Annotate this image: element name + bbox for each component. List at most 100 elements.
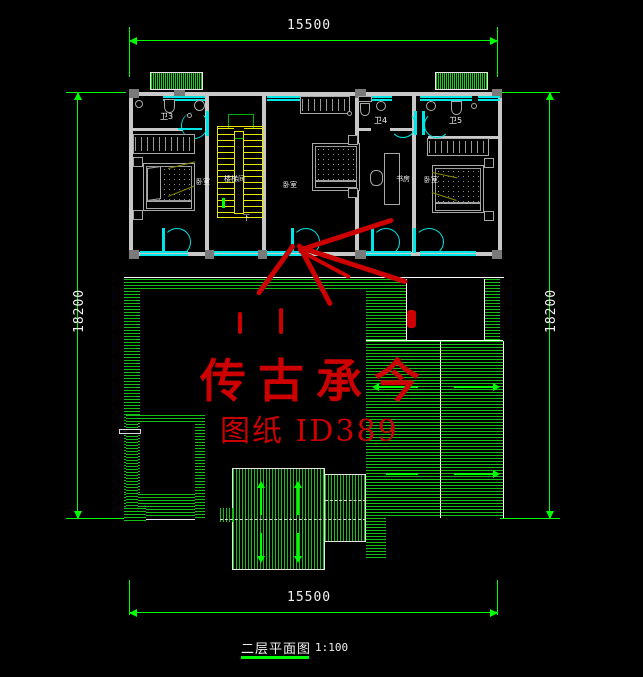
wall-node-3 [355,250,366,259]
stair-treads-left [218,128,234,216]
fixture-bath3-sink [135,100,143,108]
fixture-bath3-wc [164,99,175,113]
furn-nightstand-1b [133,210,143,220]
window-north-2b [267,99,312,101]
furn-bed-3-pillow [435,203,481,211]
furn-nightstand-3b [484,211,494,221]
porch-centerline-right [325,500,366,501]
watermark-stroke-7 [407,310,416,328]
dim-tick-bottom-left [129,609,137,617]
fixture-bath4-small [347,111,352,116]
watermark-subtitle: 图纸 ID389 [220,414,399,449]
stair-treads-right [244,128,262,216]
dim-tick-top-right [490,37,498,45]
porch-arrow-2-line [297,487,299,515]
dim-tick-left-bottom [74,511,82,519]
dim-ext-left-bottom [66,518,126,519]
furn-bed-2-mattress [315,146,357,181]
furn-wardrobe-bed1-hangers [135,137,193,151]
watermark-stroke-6 [279,308,283,334]
dimension-bottom: 15500 [287,590,332,605]
wall-north-outer [129,92,502,96]
furn-wardrobe-bed2-hangers [302,99,348,111]
window-north-4 [420,96,472,98]
door-bath5-arc [424,112,450,138]
dim-line-right [549,92,550,519]
porch-hatch-left-tab [220,508,233,522]
porch-arrow-1-head [257,481,265,488]
stair-outer-box [217,126,263,218]
roof-ridge-east [440,341,441,518]
roof-band-north [140,279,366,289]
roof-div-ne-1 [406,279,407,340]
wall-west-outer [129,92,133,256]
roof-hatch-east-main [366,341,503,518]
room-label-bath5: 卫5 [449,116,463,125]
awning-hatch-right [436,73,487,89]
watermark-stroke-5 [238,312,242,334]
furn-bed-1-pillow [146,201,192,209]
stair-down-marker [222,198,225,208]
window-south-1b [140,254,188,256]
lightwell-outline [136,415,203,520]
porch-arrow-1-line [260,487,262,515]
room-label-stair-down: 下 [243,214,250,222]
door-bed3-leaf [413,228,416,253]
window-north-3 [366,96,392,98]
wall-node-4 [492,89,502,98]
dim-ext-right-top [500,92,560,93]
window-east-1b [478,99,500,101]
roof-edge-east-top [366,340,503,341]
fixture-bath3-small [187,113,192,118]
porch-arrow-2-head [294,481,302,488]
dim-ext-right-bottom [500,518,560,519]
room-label-bath4: 卫4 [374,116,388,125]
awning-outline-left [150,72,203,90]
stair-inner-box [234,131,244,214]
window-south-4b [366,254,411,256]
roof-hatch-sw-tab [124,508,146,522]
awning-hatch-left [151,73,202,89]
furn-bed-2-pillow [315,181,357,188]
fixture-bath5-small [471,103,477,109]
fixture-bath4-wc [360,103,370,116]
awning-outline-right [435,72,488,90]
watermark-title: 传古承今 [200,354,432,408]
porch-arrow-3-line [260,533,262,561]
fixture-bath4-basin [376,101,386,111]
dim-tick-top-left [129,37,137,45]
dimension-right: 18200 [544,288,559,333]
wall-node-6 [129,250,139,259]
dim-ext-bottom-right [497,580,498,615]
drawing-title: 二层平面图 [241,642,312,657]
furn-bed-1-quilt [147,166,161,201]
window-north-3b [366,99,392,101]
door-bath5-leaf [422,111,425,135]
porch-arrow-4-head [294,556,302,563]
wall-node-2 [355,89,366,98]
wall-bath3-south [133,128,183,131]
window-south-5 [420,251,476,253]
furn-nightstand-2b [348,188,358,198]
room-label-bath3: 卫3 [160,112,174,121]
lightwell-sill [119,429,141,434]
dim-tick-right-bottom [546,511,554,519]
furn-desk-study [384,153,400,205]
furn-nightstand-1a [133,157,143,167]
drawing-title-underline [241,656,309,659]
dim-tick-left-top [74,92,82,100]
drawing-scale: 1:100 [315,641,349,654]
fixture-bath5-wc [451,101,462,115]
roof-hatch-lightwell-top [138,415,205,423]
roof-hatch-lightwell-right [195,415,205,520]
window-south-2 [214,251,258,253]
door-bath4-arc [390,112,416,138]
door-bed2-leaf [291,228,294,253]
porch-hatch-right [325,475,365,541]
window-north-2 [267,96,312,98]
wall-partition-2 [262,92,266,256]
slope-arrow-e3-line [378,473,418,475]
roof-edge-east-right [503,341,504,518]
door-bath3-leaf [206,111,209,136]
